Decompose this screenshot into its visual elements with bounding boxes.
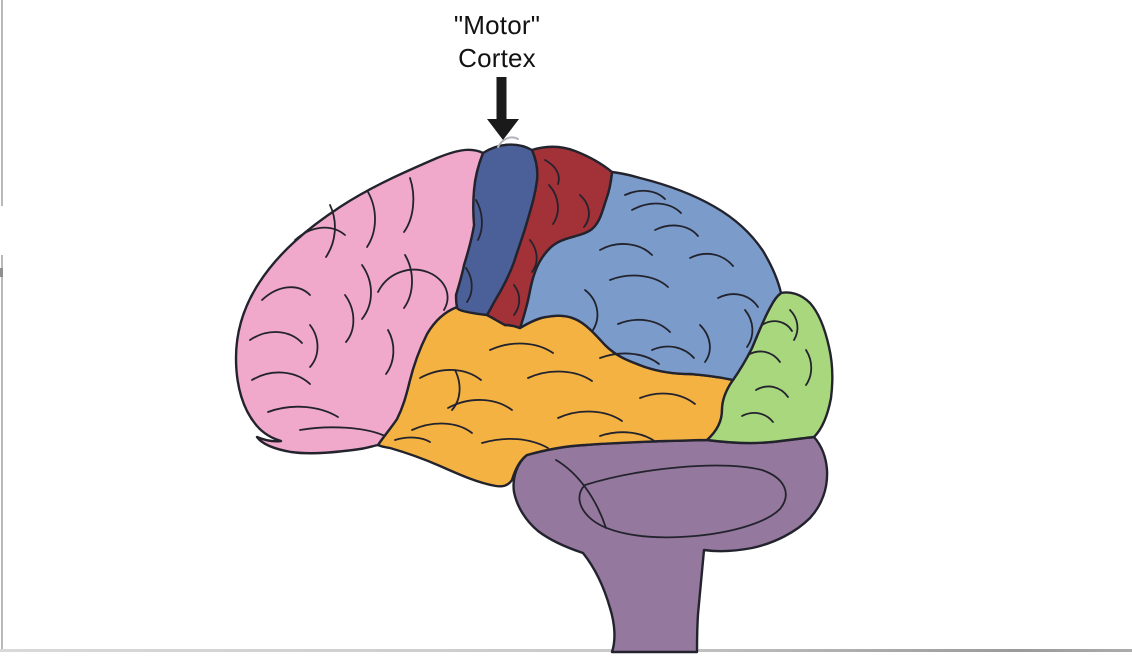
- brain-regions: [234, 143, 834, 654]
- cerebellum-inner-lines: [555, 459, 787, 539]
- postcentral-strip-sulci: [513, 159, 590, 316]
- sulci-lines: [249, 159, 813, 539]
- frontal-lobe-sulci: [249, 177, 449, 437]
- motor-strip-sulci: [465, 199, 483, 303]
- motor-cortex-label-line2: Cortex: [458, 43, 536, 73]
- page-edge-bottom: [0, 649, 1132, 652]
- cerebellum-brainstem-region: [512, 435, 829, 654]
- frontal-lobe-region: [234, 148, 485, 455]
- crown-wisp-mark: [497, 136, 519, 148]
- temporal-lobe-sulci: [394, 342, 696, 449]
- page-edge-left-bottom: [1, 255, 3, 651]
- parietal-lobe-sulci: [584, 189, 759, 363]
- motor-cortex-arrow: [487, 77, 519, 140]
- motor-cortex-label-line1: "Motor": [453, 10, 541, 40]
- page-edge-left-tick: [0, 268, 3, 277]
- occipital-lobe-sulci: [741, 309, 813, 423]
- page-edge-left-top: [1, 0, 3, 206]
- motor-cortex-label: "Motor" Cortex: [397, 9, 597, 75]
